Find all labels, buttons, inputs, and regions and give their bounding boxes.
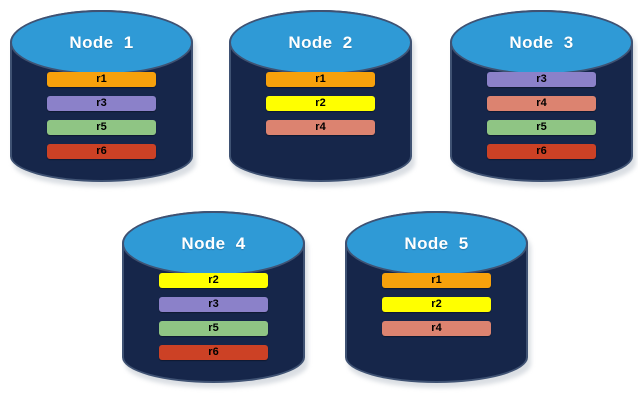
cylinder-top-disc [229,10,412,76]
replica-stack-1: r1 r3 r5 r6 [46,71,157,159]
cylinder-top-disc [345,211,528,277]
replica-bar[interactable]: r1 [265,71,376,87]
cylinder-top-disc [10,10,193,76]
cylinder-top-disc [122,211,305,277]
replica-bar[interactable]: r5 [46,119,157,135]
replica-bar[interactable]: r1 [46,71,157,87]
replica-bar[interactable]: r5 [486,119,597,135]
replica-bar[interactable]: r2 [158,272,269,288]
replica-bar[interactable]: r4 [381,320,492,336]
node-cylinder-1[interactable]: Node 1 r1 r3 r5 r6 [10,10,196,187]
replica-bar[interactable]: r3 [486,71,597,87]
replica-bar[interactable]: r1 [381,272,492,288]
replica-stack-2: r1 r2 r4 [265,71,376,159]
replica-stack-4: r2 r3 r5 r6 [158,272,269,360]
replica-stack-3: r3 r4 r5 r6 [486,71,597,159]
node-cylinder-2[interactable]: Node 2 r1 r2 r4 [229,10,415,187]
replica-bar[interactable]: r3 [158,296,269,312]
cylinder-top-disc [450,10,633,76]
node-cylinder-3[interactable]: Node 3 r3 r4 r5 r6 [450,10,636,187]
replica-bar[interactable]: r6 [158,344,269,360]
replica-bar[interactable]: r6 [486,143,597,159]
replica-stack-5: r1 r2 r4 [381,272,492,360]
replica-slot-empty [382,345,492,360]
replica-bar[interactable]: r4 [486,95,597,111]
replica-bar[interactable]: r3 [46,95,157,111]
node-cylinder-4[interactable]: Node 4 r2 r3 r5 r6 [122,211,308,388]
replica-bar[interactable]: r6 [46,143,157,159]
replica-bar[interactable]: r2 [265,95,376,111]
replica-bar[interactable]: r4 [265,119,376,135]
replica-bar[interactable]: r5 [158,320,269,336]
node-cylinder-5[interactable]: Node 5 r1 r2 r4 [345,211,531,388]
replica-slot-empty [266,144,376,159]
replica-bar[interactable]: r2 [381,296,492,312]
